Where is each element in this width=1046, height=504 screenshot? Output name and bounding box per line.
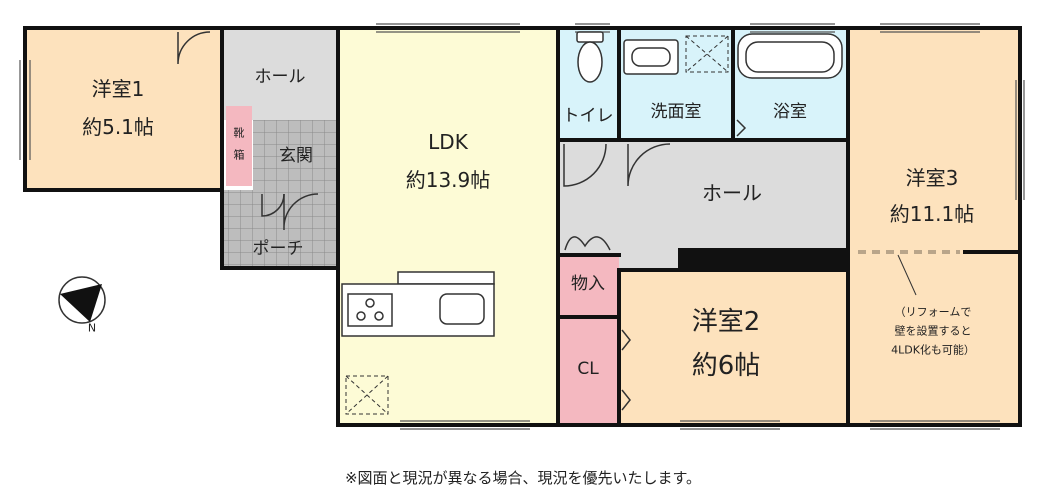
reform-note-line2: 壁を設置すると: [895, 324, 972, 338]
entry-hall-name: ホール: [255, 67, 306, 87]
ldk-name: LDK: [428, 130, 469, 154]
stove-burners: [356, 298, 384, 321]
bedroom1-size: 約5.1帖: [82, 115, 154, 139]
shoe-box-line1: 靴: [234, 126, 245, 140]
porch-name: ポーチ: [253, 239, 304, 259]
reform-note-line3: 4LDK化も可能）: [891, 343, 975, 357]
footer-note: ※図面と現況が異なる場合、現況を優先いたします。: [345, 469, 701, 487]
washer-space: [685, 35, 729, 73]
bath-name: 浴室: [773, 102, 807, 122]
toilet-name: トイレ: [563, 106, 614, 126]
storage-area: [558, 255, 619, 317]
bedroom3-name: 洋室3: [906, 166, 959, 190]
genkan-name: 玄関: [279, 146, 313, 166]
doors: [177, 31, 747, 411]
ldk-area: [338, 28, 558, 425]
storage-name: 物入: [571, 274, 605, 294]
bedroom3-size: 約11.1帖: [890, 202, 975, 226]
compass-icon: [58, 276, 106, 324]
shoe-box-area: [226, 106, 252, 186]
fridge-space: [345, 375, 389, 415]
compass-label: N: [88, 322, 96, 335]
genkan-area: [253, 120, 338, 190]
hall-divider-wall: [678, 248, 848, 270]
porch-area: [222, 190, 338, 268]
annotation-leader: [897, 254, 917, 296]
bathtub-fixture: [737, 33, 843, 79]
washbasin-fixture: [623, 39, 679, 75]
bedroom1-name: 洋室1: [92, 77, 145, 101]
reform-note-line1: （リフォームで: [895, 306, 972, 319]
bedroom2-area: [619, 270, 848, 425]
kitchen-counter: [341, 271, 495, 337]
toilet-fixture: [576, 31, 604, 83]
bedroom2-size: 約6帖: [692, 351, 761, 381]
entry-hall-area: [222, 28, 338, 120]
closet-name: CL: [577, 359, 599, 379]
bedroom2-name: 洋室2: [692, 307, 761, 337]
ldk-size: 約13.9帖: [406, 168, 491, 192]
closet-area: [558, 317, 619, 425]
washroom-name: 洗面室: [651, 102, 702, 122]
bedroom3-area: [848, 28, 1020, 425]
main-hall-name: ホール: [702, 181, 762, 205]
bedroom1-area: [25, 28, 222, 190]
shoe-box-line2: 箱: [234, 148, 245, 162]
